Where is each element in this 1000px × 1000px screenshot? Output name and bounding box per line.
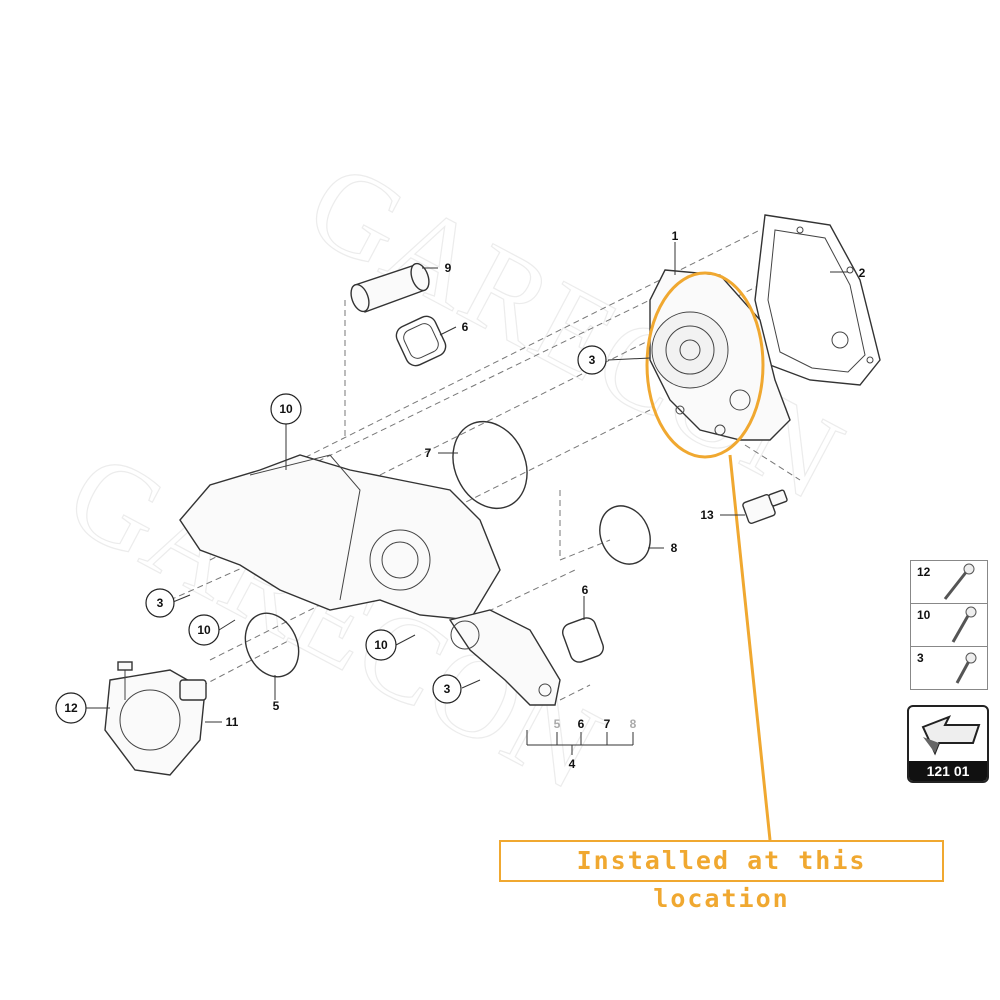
callout-13: 13 [700,508,714,522]
callout-10: 10 [374,638,388,652]
callout-10: 10 [197,623,211,637]
callout-10: 10 [279,402,293,416]
highlight-pointer [728,454,772,841]
reference-box: 121 01 [907,705,989,783]
temperature-sensor [742,489,788,524]
callout-8: 8 [671,541,678,555]
callouts: 1 2 3 3 3 4 5 6 6 7 8 9 10 10 10 11 12 1… [55,229,866,771]
callout-2: 2 [859,266,866,280]
gasket-part [754,214,881,386]
sleeve [350,262,430,313]
legend-number: 12 [917,565,931,579]
callout-5: 5 [273,699,280,713]
kit-item-8: 8 [630,717,637,731]
callout-3: 3 [444,682,451,696]
leader-lines [86,242,848,723]
callout-9: 9 [445,261,452,275]
callout-3: 3 [589,353,596,367]
kit-item-5: 5 [554,717,561,731]
water-pump [649,269,791,441]
o-ring-small [244,612,300,678]
thermostat [104,661,207,776]
callout-12: 12 [64,701,78,715]
kit-item-7: 7 [604,717,611,731]
bolt-icon [951,606,977,643]
callout-11: 11 [226,715,239,729]
highlight-ellipse [645,271,765,459]
o-ring-large [452,420,528,510]
installed-location-banner: Installed at this location [499,840,944,913]
coolant-housing [179,454,561,706]
reference-code: 121 01 [909,761,987,781]
callout-6: 6 [582,583,589,597]
legend-number: 3 [917,651,924,665]
fastener-legend-item: 10 [910,603,988,647]
kit-item-6: 6 [578,717,585,731]
callout-4: 4 [569,757,576,771]
kit-bracket [526,730,634,755]
callout-7: 7 [425,446,432,460]
short-bolt-icon [955,652,977,684]
o-ring-medium [599,505,651,565]
long-bolt-icon [943,563,975,600]
callout-1: 1 [672,229,679,243]
fastener-legend-item: 3 [910,646,988,690]
seal-ring-lower [562,617,604,663]
callout-3: 3 [157,596,164,610]
fastener-legend-item: 12 [910,560,988,604]
seal-ring [395,315,447,367]
legend-number: 10 [917,608,931,622]
callout-6: 6 [462,320,469,334]
arrow-icon [921,715,981,756]
